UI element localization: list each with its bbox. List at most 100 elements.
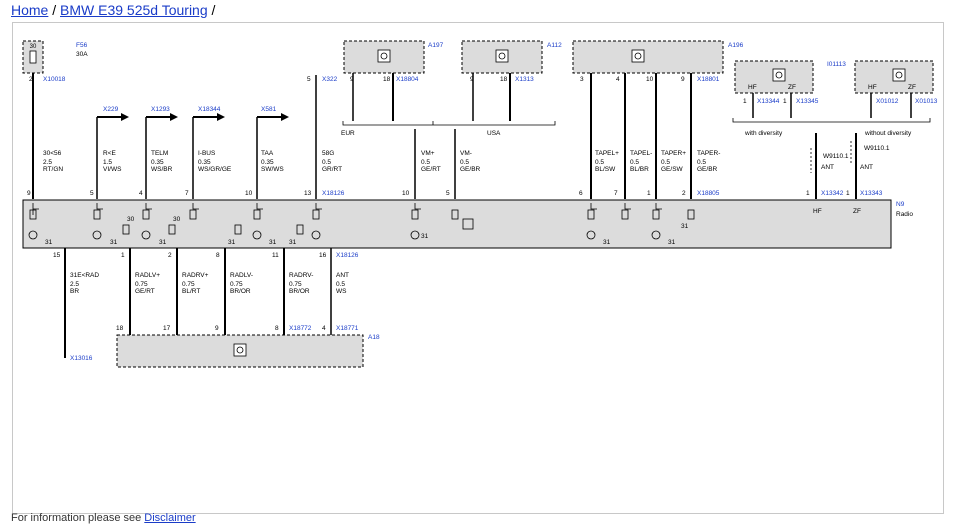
ant-with-pin1: 1	[743, 98, 747, 105]
a197-id[interactable]: A197	[428, 42, 444, 49]
lower-color: GE/RT	[135, 288, 155, 295]
a196-pin: 10	[646, 76, 654, 83]
ant-with-conn2[interactable]: X13345	[796, 98, 819, 105]
wire-30-color: RT/GN	[43, 166, 63, 173]
output-size: 0.35	[198, 159, 211, 166]
wire-58g-signal: 58G	[322, 150, 334, 157]
lower-size: 0.75	[182, 281, 195, 288]
tape-color: GE/SW	[661, 166, 684, 173]
output-connector[interactable]: X18344	[198, 106, 221, 113]
lower-signal: 31E<RAD	[70, 272, 99, 279]
tape-size: 0.5	[630, 159, 639, 166]
ant-without-label: without diversity	[864, 130, 912, 137]
lower-color: BR/OR	[230, 288, 251, 295]
ant-conn1[interactable]: X13342	[821, 190, 844, 197]
fuse-rating: 30A	[76, 51, 88, 58]
lower-color: BR/OR	[289, 288, 310, 295]
a18-pin: 18	[116, 325, 124, 332]
tape-size: 0.5	[661, 159, 670, 166]
ant-pin2: 1	[846, 190, 850, 197]
ant-conn2[interactable]: X13343	[860, 190, 883, 197]
a196-pin: 4	[616, 76, 620, 83]
arrow-icon	[121, 113, 129, 121]
wire-58g-radio-pin: 13	[304, 190, 312, 197]
wire-30-size: 2.5	[43, 159, 52, 166]
radio-ground: 31	[45, 239, 53, 246]
lower-gnd-connector[interactable]: X13016	[70, 355, 93, 362]
radio-id[interactable]: N9	[896, 201, 905, 208]
output-connector[interactable]: X581	[261, 106, 277, 113]
fuse-rating-top: 30	[30, 44, 37, 50]
output-radio-pin: 5	[90, 190, 94, 197]
lower-pin: 11	[272, 252, 279, 259]
output-taa: X581 TAA 0.35 SW/WS 10	[245, 106, 289, 199]
a197-connector[interactable]: X18804	[396, 76, 419, 83]
tape-signal: TAPEL+	[595, 150, 619, 157]
output-size: 1.5	[103, 159, 112, 166]
a196-id[interactable]: A196	[728, 42, 744, 49]
arrow-icon	[217, 113, 225, 121]
vm-minus-signal: VM-	[460, 150, 472, 157]
lower-size: 0.5	[336, 281, 345, 288]
tape-signal: TAPEL-	[630, 150, 652, 157]
component-icon	[233, 343, 247, 357]
output-connector[interactable]: X229	[103, 106, 119, 113]
wire-58g-connector[interactable]: X322	[322, 76, 338, 83]
antenna-without-zf: ZF	[908, 84, 916, 91]
a18-connector1[interactable]: X18772	[289, 325, 312, 332]
lower-signal: RADLV-	[230, 272, 253, 279]
radio-module-n9[interactable]	[22, 199, 892, 249]
ant-without-conn2[interactable]: X01013	[915, 98, 938, 105]
fuse-id[interactable]: F56	[76, 42, 88, 49]
ant-wire-label1: W9110.1	[823, 153, 849, 160]
a196-pin: 9	[681, 76, 685, 83]
i01113-id[interactable]: I01113	[827, 61, 846, 68]
breadcrumb-home-link[interactable]: Home	[11, 2, 49, 18]
wire-58g-radio-conn[interactable]: X18126	[322, 190, 345, 197]
wiring-diagram: 30 F56 30A 2 X10018 30<56 2.5 RT/GN 9 X2…	[22, 40, 938, 368]
disclaimer-link[interactable]: Disclaimer	[144, 512, 196, 524]
module-a196[interactable]	[572, 40, 724, 74]
arrow-icon	[170, 113, 178, 121]
radio-ground: 31	[269, 239, 277, 246]
output-ibus: X18344 I-BUS 0.35 WS/GR/GE 7	[185, 106, 232, 199]
lower-signal: RADRV-	[289, 272, 313, 279]
ant-with-pin2: 1	[783, 98, 787, 105]
lower-connector[interactable]: X18126	[336, 252, 359, 259]
a196-pin: 3	[580, 76, 584, 83]
a18-id[interactable]: A18	[368, 334, 380, 341]
a112-connector[interactable]: X1313	[515, 76, 534, 83]
output-connector[interactable]: X1293	[151, 106, 170, 113]
ant-pin1: 1	[806, 190, 810, 197]
tape-signal: TAPER+	[661, 150, 686, 157]
tape-radio-pin: 7	[614, 190, 618, 197]
a112-id[interactable]: A112	[547, 42, 562, 49]
vm-plus-signal: VM+	[421, 150, 435, 157]
a18-pin: 17	[163, 325, 171, 332]
lower-size: 0.75	[135, 281, 148, 288]
a18-connector2[interactable]: X18771	[336, 325, 359, 332]
tape-color: GE/BR	[697, 166, 718, 173]
output-color: WS/BR	[151, 166, 173, 173]
antenna-icon	[892, 68, 906, 82]
antenna-with-hf: HF	[748, 84, 757, 91]
a112-pin2: 18	[500, 76, 508, 83]
lower-signal: ANT	[336, 272, 349, 279]
a196-connector[interactable]: X18801	[697, 76, 720, 83]
ant-with-conn1[interactable]: X13344	[757, 98, 780, 105]
radio-zf: ZF	[853, 208, 861, 215]
a18-pin: 9	[215, 325, 219, 332]
a197-region: EUR	[341, 130, 355, 137]
a197-pin1: 9	[350, 76, 354, 83]
lower-size: 0.75	[230, 281, 243, 288]
a197-pin2: 18	[383, 76, 391, 83]
breadcrumb-current-link[interactable]: BMW E39 525d Touring	[60, 2, 208, 18]
tape-connector[interactable]: X18805	[697, 190, 720, 197]
radio-hf: HF	[813, 208, 822, 215]
antenna-icon	[772, 68, 786, 82]
fuse-connector[interactable]: X10018	[43, 76, 66, 83]
ant-without-conn1[interactable]: X01012	[876, 98, 899, 105]
vm-plus-size: 0.5	[421, 159, 430, 166]
diversity-brace	[732, 118, 931, 123]
arrow-icon	[281, 113, 289, 121]
